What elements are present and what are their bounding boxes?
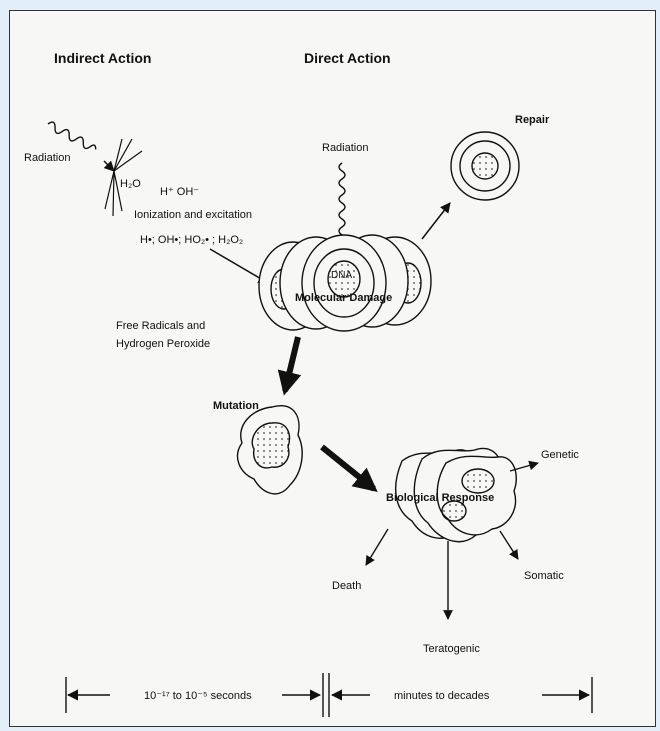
free-radicals-label-2: Hydrogen Peroxide [116,338,210,350]
response-to-somatic-arrow [500,531,518,559]
free-radicals-label-1: Free Radicals and [116,320,205,332]
direct-radiation-label: Radiation [322,142,368,154]
water-label: H₂O [120,178,141,190]
repaired-cell [451,132,519,200]
damage-to-mutation-arrow [285,337,298,391]
repair-label: Repair [515,114,550,126]
indirect-radiation-wave [46,120,97,152]
figure-frame: Indirect Action Direct Action Radiation … [9,10,656,727]
heading-direct-action: Direct Action [304,50,391,66]
molecular-damage-label: Molecular Damage [295,292,392,304]
ions-label: H⁺ OH⁻ [160,186,199,198]
teratogenic-label: Teratogenic [423,643,480,655]
damage-to-repair-arrow [422,203,450,239]
indirect-radiation-label: Radiation [24,152,70,164]
species-label: H•; OH•; HO₂• ; H₂O₂ [140,234,243,246]
mutation-label: Mutation [213,400,259,412]
timeline-left-label: 10⁻¹⁷ to 10⁻⁵ seconds [144,690,252,702]
radiation-action-diagram: Indirect Action Direct Action Radiation … [10,11,657,728]
somatic-label: Somatic [524,570,564,582]
mutation-to-response-arrow [322,447,374,489]
indirect-radiation-arrow [104,161,114,171]
genetic-label: Genetic [541,449,579,461]
damaged-cells-cluster [259,235,431,331]
biological-response-label: Biological Response [386,492,494,504]
dna-label: DNA [331,270,352,281]
ionization-label: Ionization and excitation [134,209,252,221]
mutated-cell [238,406,303,494]
timeline-right-label: minutes to decades [394,690,490,702]
response-to-death-arrow [366,529,388,565]
death-label: Death [332,580,361,592]
heading-indirect-action: Indirect Action [54,50,152,66]
